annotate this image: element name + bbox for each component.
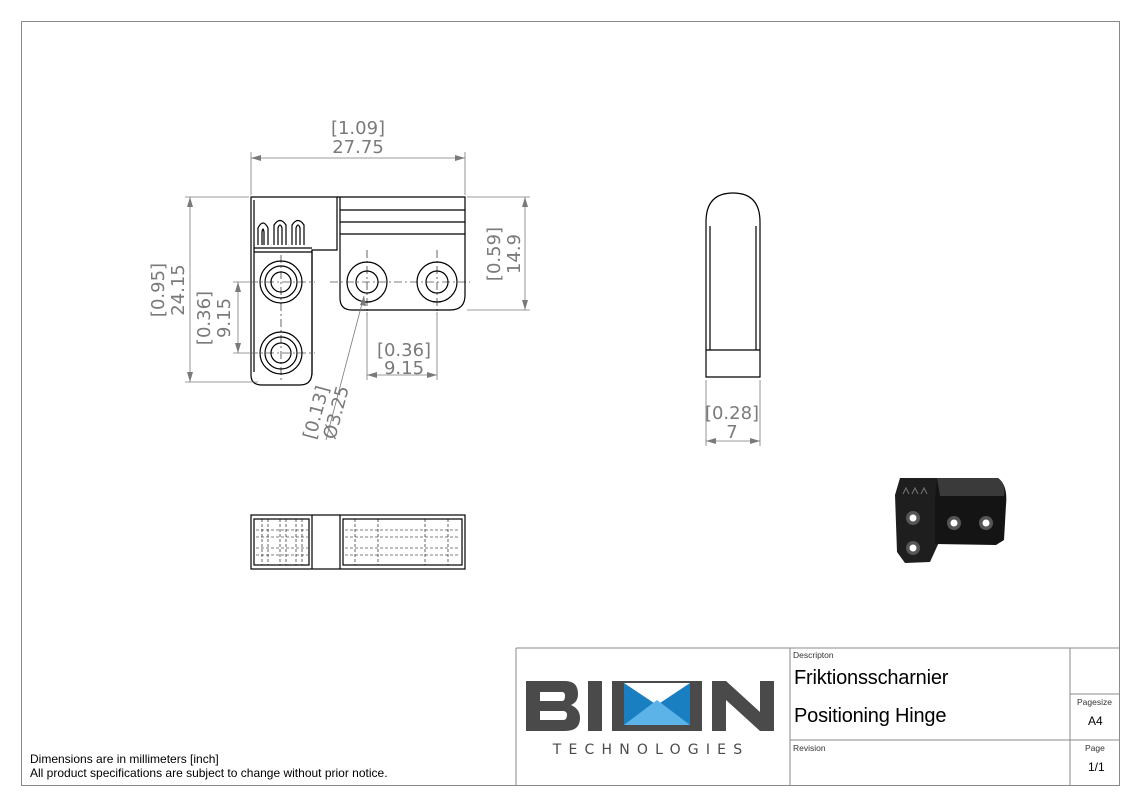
dim-leaf-height-mm: 14.9 (504, 234, 525, 274)
bion-logo: TECHNOLOGIES (526, 681, 774, 758)
page-label: Page (1085, 743, 1105, 753)
dim-overall-width-inch: [1.09] (331, 118, 385, 139)
dim-overall-height-inch: [0.95] (148, 263, 169, 317)
front-view (250, 196, 466, 386)
isometric-view (895, 478, 1007, 563)
dim-hole-pitch-horizontal-mm: 9.15 (384, 358, 424, 379)
dim-hole-pitch-vertical-mm: 9.15 (214, 298, 235, 338)
side-view (705, 192, 761, 378)
description-label: Descripton (793, 650, 834, 660)
logo-subtitle: TECHNOLOGIES (552, 742, 750, 758)
top-view (250, 514, 466, 570)
dim-thickness-inch: [0.28] (705, 403, 759, 424)
revision-label: Revision (793, 743, 826, 753)
pagesize-value: A4 (1088, 714, 1103, 728)
front-dimension-arrows (187, 155, 528, 382)
pagesize-label: Pagesize (1077, 697, 1112, 707)
dim-hole-pitch-horizontal-inch: [0.36] (377, 340, 431, 361)
disclaimer-note: All product specifications are subject t… (30, 766, 388, 780)
dim-overall-height-mm: 24.15 (168, 264, 189, 316)
dim-overall-width-mm: 27.75 (332, 137, 384, 158)
dim-thickness-mm: 7 (726, 422, 737, 443)
dim-leaf-height-inch: [0.59] (484, 227, 505, 281)
description-german: Friktionsscharnier (794, 667, 949, 689)
units-note: Dimensions are in millimeters [inch] (30, 752, 219, 766)
front-dimension-lines (185, 152, 530, 441)
dim-hole-pitch-vertical-inch: [0.36] (194, 291, 215, 345)
title-block-frame (515, 647, 1120, 786)
page-value: 1/1 (1088, 760, 1105, 774)
drawing-sheet-border (21, 21, 1120, 786)
description-english: Positioning Hinge (794, 705, 947, 727)
